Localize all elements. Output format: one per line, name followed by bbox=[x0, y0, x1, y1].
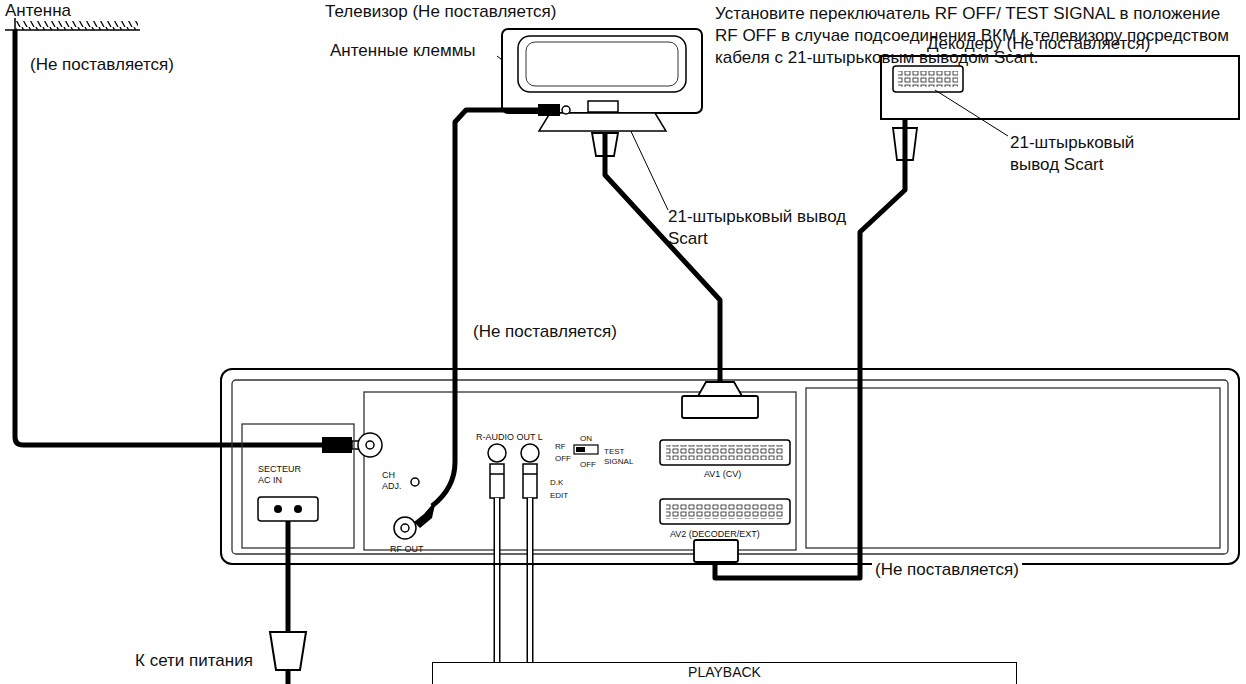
panel-label: R-AUDIO OUT L bbox=[476, 432, 543, 443]
vcr-rear-panel: SECTEUR AC IN CH ADJ. RF OUT R-AUDIO OUT L R… bbox=[220, 368, 1240, 565]
switch-label: ON bbox=[580, 434, 592, 444]
panel-label: AV2 (DECODER/EXT) bbox=[670, 529, 760, 540]
ac-socket bbox=[258, 497, 318, 521]
tv-set: Телевизор (Не поставляется) bbox=[500, 15, 705, 133]
device-title: Телевизор (Не поставляется) bbox=[325, 2, 556, 22]
scart-sockets bbox=[660, 66, 963, 524]
connection-cable bbox=[715, 120, 905, 578]
power-cable bbox=[270, 521, 306, 684]
scart-plugs bbox=[592, 128, 917, 562]
vcr-panels bbox=[232, 380, 1228, 554]
callout-label: (Не поставляется) bbox=[30, 54, 174, 76]
antenna bbox=[5, 18, 140, 32]
callout-label: Антенна bbox=[5, 0, 71, 22]
panel-label: EDIT bbox=[550, 491, 568, 501]
callout-label: 21-штырьковый вывод Scart bbox=[1010, 132, 1185, 176]
audio-cable bbox=[497, 565, 498, 662]
box-label: PLAYBACK bbox=[433, 664, 1016, 681]
panel-label: D.K bbox=[550, 478, 563, 488]
switch-label: OFF bbox=[555, 454, 571, 464]
audio-jacks bbox=[488, 444, 539, 498]
playback-box: PLAYBACK bbox=[432, 662, 1017, 684]
audio-cable bbox=[530, 565, 531, 662]
rf-out-plug bbox=[414, 368, 455, 528]
antenna-cable bbox=[15, 30, 360, 453]
switch-label: OFF bbox=[580, 460, 596, 470]
callout-label: К сети питания bbox=[135, 650, 253, 672]
cable-label: (Не поставляется) bbox=[470, 322, 620, 342]
switch-label: TEST SIGNAL bbox=[604, 447, 654, 466]
cable-label: (Не поставляется) bbox=[872, 560, 1022, 580]
callout-label: 21-штырьковый вывод Scart bbox=[668, 206, 848, 250]
panel-label: RF OUT bbox=[390, 544, 424, 555]
note-text: Установите переключатель RF OFF/ TEST SI… bbox=[715, 3, 1240, 69]
rf-jacks bbox=[358, 433, 419, 539]
tv-outline bbox=[500, 15, 705, 133]
panel-label: SECTEUR AC IN bbox=[258, 464, 314, 486]
panel-label: CH ADJ. bbox=[382, 470, 408, 492]
panel-label: AV1 (CV) bbox=[704, 469, 741, 480]
switch-label: RF bbox=[555, 442, 566, 452]
callout-label: Антенные клеммы bbox=[330, 40, 476, 62]
connection-cable bbox=[605, 133, 720, 368]
rf-switch bbox=[574, 445, 598, 454]
audio-cable-inner bbox=[497, 498, 530, 566]
